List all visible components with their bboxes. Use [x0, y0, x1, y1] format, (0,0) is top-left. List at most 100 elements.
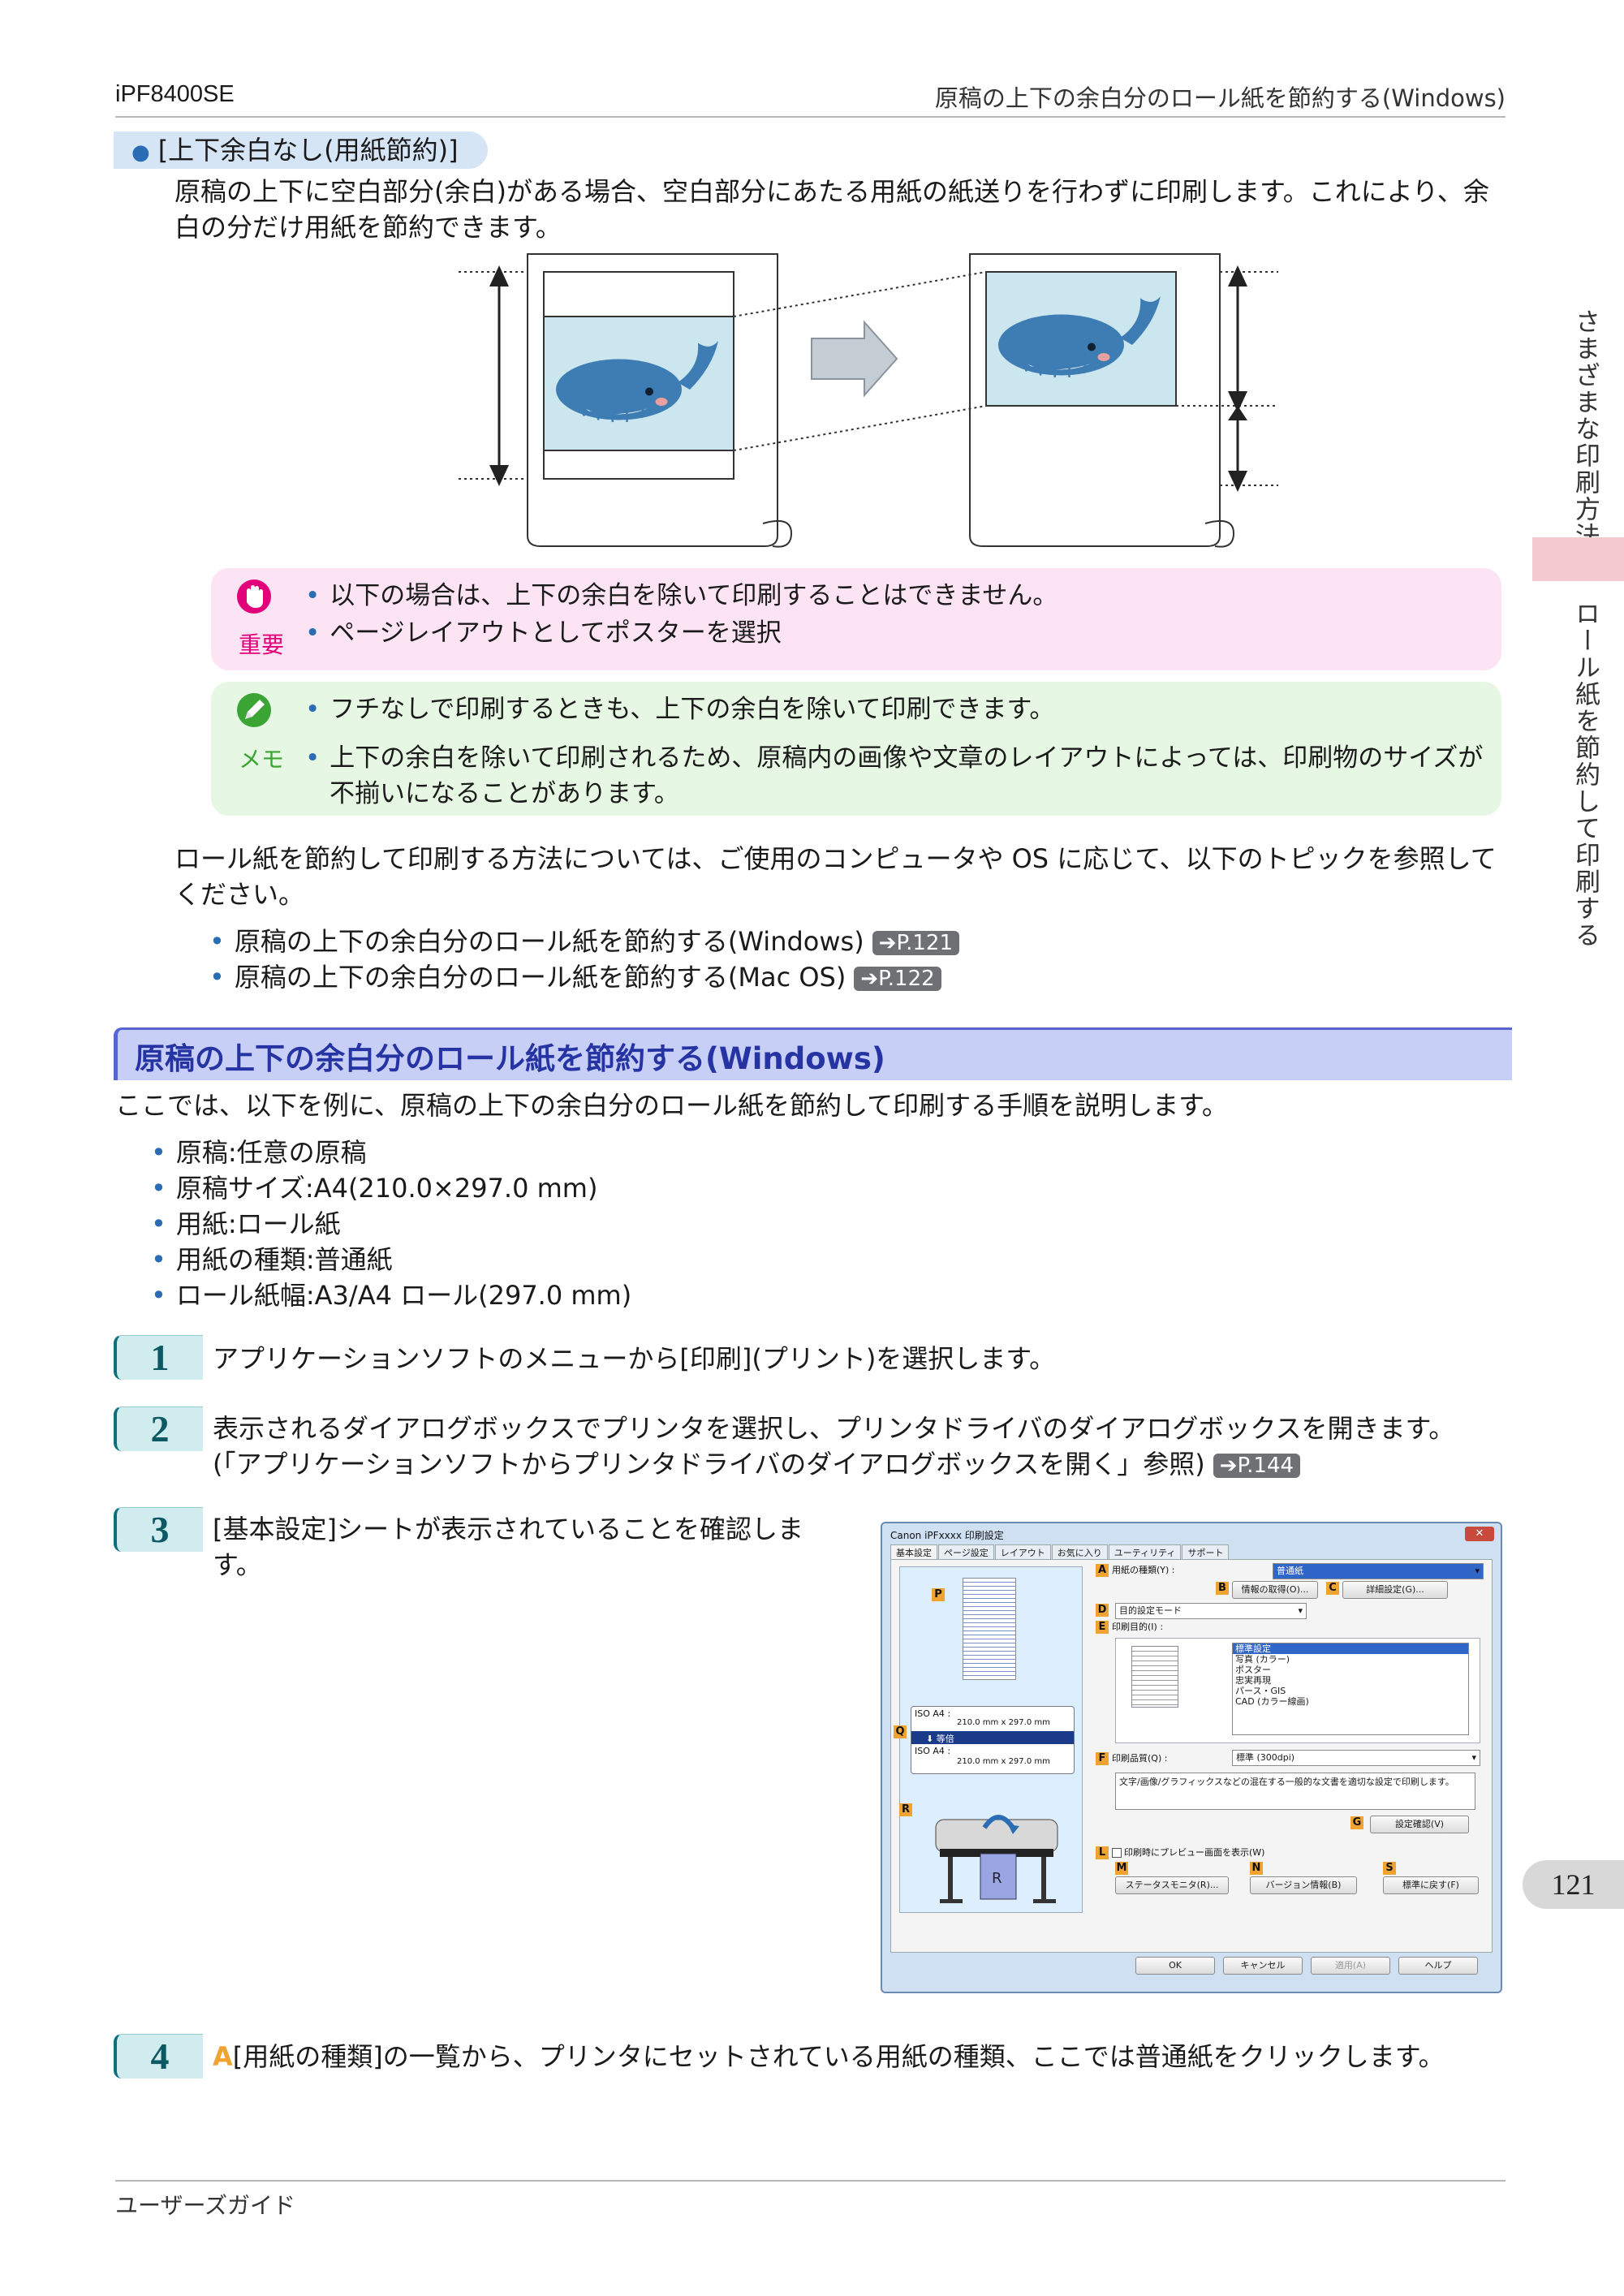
ref-link-windows[interactable]: •原稿の上下の余白分のロール紙を節約する(Windows)➔P.121 — [209, 924, 960, 959]
pencil-memo-icon — [237, 693, 271, 727]
purpose-item[interactable]: 写真 (カラー) — [1235, 1654, 1290, 1665]
source-size-value: 210.0 mm x 297.0 mm — [957, 1718, 1050, 1727]
hand-stop-icon — [237, 579, 271, 614]
side-tab-printing-methods[interactable]: さまざまな印刷方法 — [1570, 308, 1600, 549]
mode-select[interactable]: 目的設定モード▾ — [1115, 1603, 1307, 1619]
step-2-ref: (「アプリケーションソフトからプリンタドライバのダイアログボックスを開く」参照)… — [213, 1446, 1301, 1482]
tab-favorites[interactable]: お気に入り — [1051, 1544, 1108, 1559]
callout-letter-l: L — [1096, 1846, 1109, 1859]
bullet-icon: • — [151, 1173, 166, 1204]
memo-item-1-text: フチなしで印刷するときも、上下の余白を除いて印刷できます。 — [330, 695, 1055, 724]
preview-checkbox[interactable] — [1112, 1848, 1122, 1858]
tab-support[interactable]: サポート — [1182, 1544, 1230, 1559]
output-size-label: ISO A4 : — [915, 1746, 951, 1756]
callout-letter-d: D — [1096, 1604, 1109, 1617]
header-rule — [115, 116, 1506, 118]
page-ref-badge[interactable]: ➔P.121 — [872, 931, 960, 955]
preview-checkbox-label[interactable]: 印刷時にプレビュー画面を表示(W) — [1124, 1847, 1265, 1858]
step-3-text-cont: す。 — [213, 1549, 262, 1580]
bullet-icon: • — [151, 1137, 166, 1168]
purpose-preview-image — [1131, 1646, 1178, 1708]
print-quality-value: 標準 (300dpi) — [1236, 1752, 1295, 1763]
step-3-text: [基本設定]シートが表示されていることを確認しま — [213, 1514, 804, 1544]
bullet-icon: • — [305, 618, 321, 648]
purpose-item[interactable]: CAD (カラー線画) — [1235, 1696, 1309, 1707]
paper-type-label: 用紙の種類(Y) : — [1112, 1565, 1175, 1575]
page-preview — [963, 1578, 1016, 1680]
callout-letter-p: P — [932, 1588, 945, 1601]
page-ref-badge[interactable]: ➔P.122 — [854, 967, 941, 991]
bullet-icon: • — [305, 581, 321, 610]
paper-type-select[interactable]: 普通紙 ▾ — [1273, 1563, 1484, 1579]
paper-saving-diagram — [459, 253, 1278, 548]
version-info-button[interactable]: バージョン情報(B) — [1250, 1876, 1357, 1894]
tab-page-setup[interactable]: ページ設定 — [938, 1544, 994, 1559]
footer-text: ユーザーズガイド — [115, 2192, 296, 2219]
tab-basic-settings[interactable]: 基本設定 — [890, 1544, 937, 1559]
bullet-icon: • — [209, 962, 225, 993]
callout-letter-r: R — [899, 1803, 912, 1816]
tab-utility[interactable]: ユーティリティ — [1108, 1544, 1182, 1559]
header-title: 原稿の上下の余白分のロール紙を節約する(Windows) — [934, 84, 1506, 112]
memo-item-2: •上下の余白を除いて印刷されるため、原稿内の画像や文章のレイアウトによっては、印… — [305, 740, 1506, 812]
paper-type-value: 普通紙 — [1277, 1566, 1303, 1576]
section-intro: ここでは、以下を例に、原稿の上下の余白分のロール紙を節約して印刷する手順を説明し… — [115, 1090, 1228, 1121]
bullet-icon: • — [151, 1280, 166, 1311]
ref-link-mac-text[interactable]: 原稿の上下の余白分のロール紙を節約する(Mac OS) — [234, 962, 846, 993]
page-ref-badge[interactable]: ➔P.144 — [1213, 1454, 1301, 1478]
scale-text: ⬇ 等倍 — [926, 1732, 954, 1745]
side-tab-roll-saving[interactable]: ロール紙を節約して印刷する — [1570, 601, 1600, 949]
important-item-2-text: ページレイアウトとしてポスターを選択 — [330, 618, 782, 648]
output-size-value: 210.0 mm x 297.0 mm — [957, 1757, 1050, 1766]
callout-letter-g: G — [1350, 1816, 1363, 1829]
option-label: ●[上下余白なし(用紙節約)] — [114, 131, 488, 169]
cancel-button[interactable]: キャンセル — [1223, 1957, 1303, 1975]
tab-layout[interactable]: レイアウト — [994, 1544, 1051, 1559]
scale-bar — [911, 1731, 1074, 1744]
print-purpose-list[interactable]: 標準設定 写真 (カラー) ポスター 忠実再現 パース・GIS CAD (カラー… — [1232, 1643, 1469, 1735]
chevron-down-icon: ▾ — [1475, 1566, 1480, 1576]
printer-illustration[interactable]: R — [924, 1795, 1070, 1909]
purpose-item[interactable]: 忠実再現 — [1235, 1675, 1271, 1686]
ok-button[interactable]: OK — [1135, 1957, 1215, 1975]
ref-link-mac[interactable]: • 原稿の上下の余白分のロール紙を節約する(Mac OS) ➔P.122 — [209, 959, 941, 995]
confirm-settings-button[interactable]: 設定確認(V) — [1370, 1816, 1469, 1833]
bullet-icon: • — [305, 695, 321, 724]
condition-item: • 原稿:任意の原稿 — [151, 1135, 367, 1170]
purpose-item[interactable]: ポスター — [1235, 1665, 1271, 1675]
important-item-1-text: 以下の場合は、上下の余白を除いて印刷することはできません。 — [330, 581, 1058, 610]
ref-link-windows-text[interactable]: 原稿の上下の余白分のロール紙を節約する(Windows) — [234, 926, 864, 957]
section-title: 原稿の上下の余白分のロール紙を節約する(Windows) — [135, 1041, 885, 1076]
step-number-3: 3 — [114, 1507, 203, 1552]
bullet-icon: ● — [131, 140, 150, 165]
purpose-item[interactable]: パース・GIS — [1235, 1686, 1286, 1696]
chevron-down-icon: ▾ — [1471, 1752, 1476, 1763]
quality-description: 文字/画像/グラフィックスなどの混在する一般的な文書を適切な設定で印刷します。 — [1115, 1773, 1475, 1810]
chevron-down-icon: ▾ — [1298, 1605, 1303, 1616]
print-quality-label: 印刷品質(Q) : — [1112, 1753, 1168, 1764]
important-item-1: • 以下の場合は、上下の余白を除いて印刷することはできません。 — [305, 578, 1058, 614]
apply-button[interactable]: 適用(A) — [1311, 1957, 1390, 1975]
bullet-icon: • — [305, 743, 321, 773]
help-button[interactable]: ヘルプ — [1398, 1957, 1478, 1975]
step-2-ref-text: (「アプリケーションソフトからプリンタドライバのダイアログボックスを開く」参照) — [213, 1449, 1205, 1480]
purpose-item[interactable]: 標準設定 — [1233, 1643, 1468, 1654]
status-monitor-button[interactable]: ステータスモニタ(R)... — [1115, 1876, 1229, 1894]
restore-defaults-button[interactable]: 標準に戻す(F) — [1383, 1876, 1479, 1894]
get-info-button[interactable]: 情報の取得(O)... — [1232, 1581, 1318, 1599]
callout-letter-f: F — [1096, 1752, 1109, 1765]
dialog-title: Canon iPFxxxx 印刷設定 — [890, 1530, 1004, 1541]
callout-letter-s: S — [1383, 1862, 1396, 1875]
print-quality-select[interactable]: 標準 (300dpi) ▾ — [1232, 1750, 1480, 1766]
condition-item: •ロール紙幅:A3/A4 ロール(297.0 mm) — [151, 1277, 631, 1313]
callout-letter-e: E — [1096, 1621, 1109, 1634]
close-icon[interactable]: ✕ — [1465, 1527, 1494, 1541]
condition-item: • 原稿サイズ:A4(210.0×297.0 mm) — [151, 1170, 597, 1206]
footer-rule — [115, 2180, 1506, 2182]
condition-text: 用紙の種類:普通紙 — [175, 1244, 393, 1275]
step-4-text-body: [用紙の種類]の一覧から、プリンタにセットされている用紙の種類、ここでは普通紙を… — [232, 2041, 1445, 2072]
condition-text: 原稿:任意の原稿 — [175, 1137, 367, 1168]
condition-text: 原稿サイズ:A4(210.0×297.0 mm) — [175, 1173, 598, 1204]
section-heading-bar — [114, 1027, 1512, 1080]
advanced-settings-button[interactable]: 詳細設定(G)... — [1342, 1581, 1448, 1599]
